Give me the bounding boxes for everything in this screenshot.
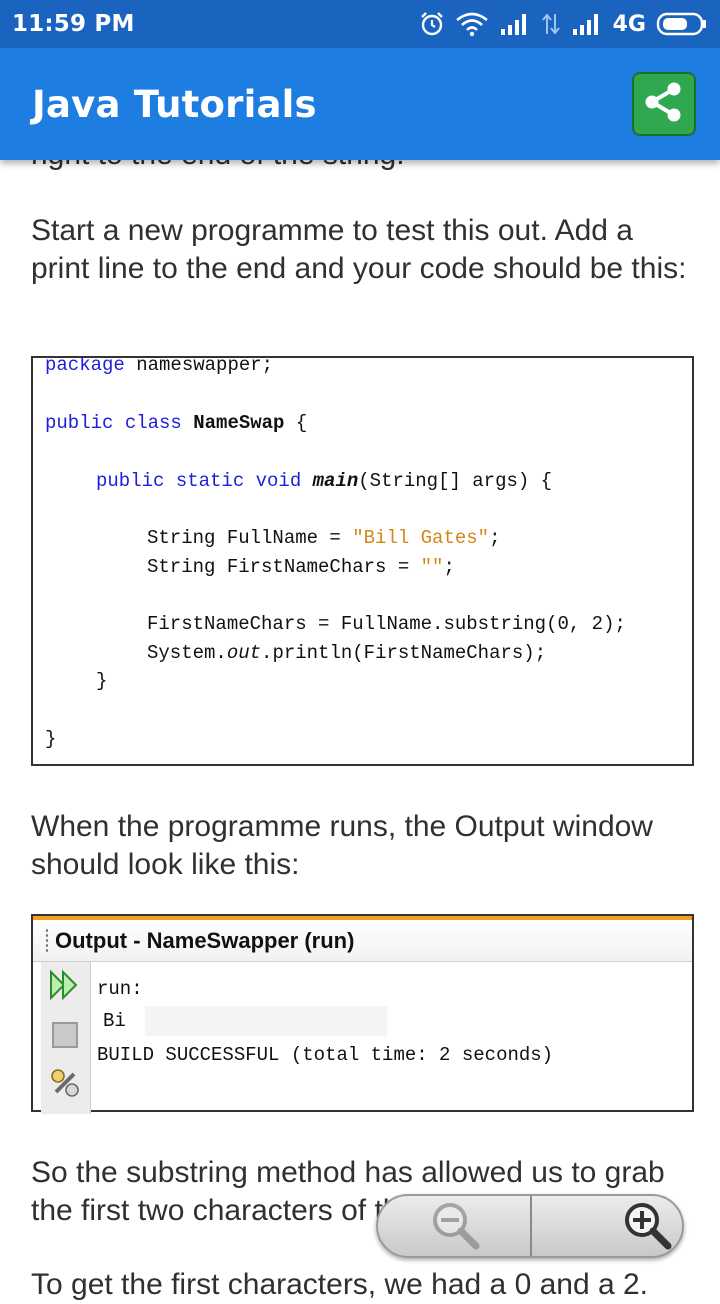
paragraph-next: To get the first characters, we had a 0 … <box>31 1268 649 1301</box>
code-line-package: package nameswapper; <box>45 354 274 376</box>
status-bar: 11:59 PM 4G <box>0 0 720 48</box>
share-icon <box>641 79 687 130</box>
signal-icon <box>571 12 603 36</box>
code-line-println: System.out.println(FirstNameChars); <box>147 642 547 664</box>
settings-tools-icon <box>48 1066 82 1105</box>
status-icons: 4G <box>419 11 708 37</box>
zoom-out-button[interactable] <box>378 1196 530 1256</box>
code-line-class: public class NameSwap { <box>45 412 308 434</box>
signal-icon <box>499 12 531 36</box>
code-line-close-method: } <box>96 670 108 692</box>
zoom-divider <box>530 1196 532 1256</box>
output-line-result: Bi <box>103 1010 126 1032</box>
output-line-build: BUILD SUCCESSFUL (total time: 2 seconds) <box>97 1044 554 1066</box>
rerun-icon <box>48 968 82 1007</box>
paragraph-output: When the programme runs, the Output wind… <box>31 810 653 881</box>
paragraph-intro: Start a new programme to test this out. … <box>31 214 687 285</box>
zoom-out-icon <box>426 1196 482 1257</box>
code-line-substring: FirstNameChars = FullName.substring(0, 2… <box>147 613 626 635</box>
share-button[interactable] <box>632 72 696 136</box>
stop-icon <box>48 1018 82 1057</box>
zoom-in-button[interactable] <box>532 1196 684 1256</box>
app-title: Java Tutorials <box>32 82 317 126</box>
zoom-control <box>376 1194 684 1258</box>
app-bar: Java Tutorials <box>0 48 720 160</box>
redacted-area <box>145 1006 387 1036</box>
zoom-in-icon <box>618 1196 674 1257</box>
wifi-icon <box>455 11 489 37</box>
output-window-header: Output - NameSwapper (run) <box>33 916 692 962</box>
alarm-icon <box>419 11 445 37</box>
code-line-close-class: } <box>45 728 57 750</box>
code-line-fullname: String FullName = "Bill Gates"; <box>147 527 501 549</box>
code-line-main: public static void main(String[] args) { <box>96 470 553 492</box>
data-arrows-icon <box>541 12 561 36</box>
output-window-screenshot: Output - NameSwapper (run) run: Bi BUILD… <box>31 914 694 1114</box>
status-time: 11:59 PM <box>12 11 135 37</box>
code-line-firstnamechars: String FirstNameChars = ""; <box>147 556 455 578</box>
code-screenshot: package nameswapper; public class NameSw… <box>31 354 694 766</box>
battery-icon <box>656 11 708 37</box>
grip-icon <box>45 927 49 954</box>
network-type-label: 4G <box>612 11 646 37</box>
article-content[interactable]: right to the end of the string. Start a … <box>0 120 720 1301</box>
output-line-run: run: <box>97 978 143 1000</box>
output-window-title: Output - NameSwapper (run) <box>55 927 355 953</box>
output-toolbar <box>41 962 91 1114</box>
